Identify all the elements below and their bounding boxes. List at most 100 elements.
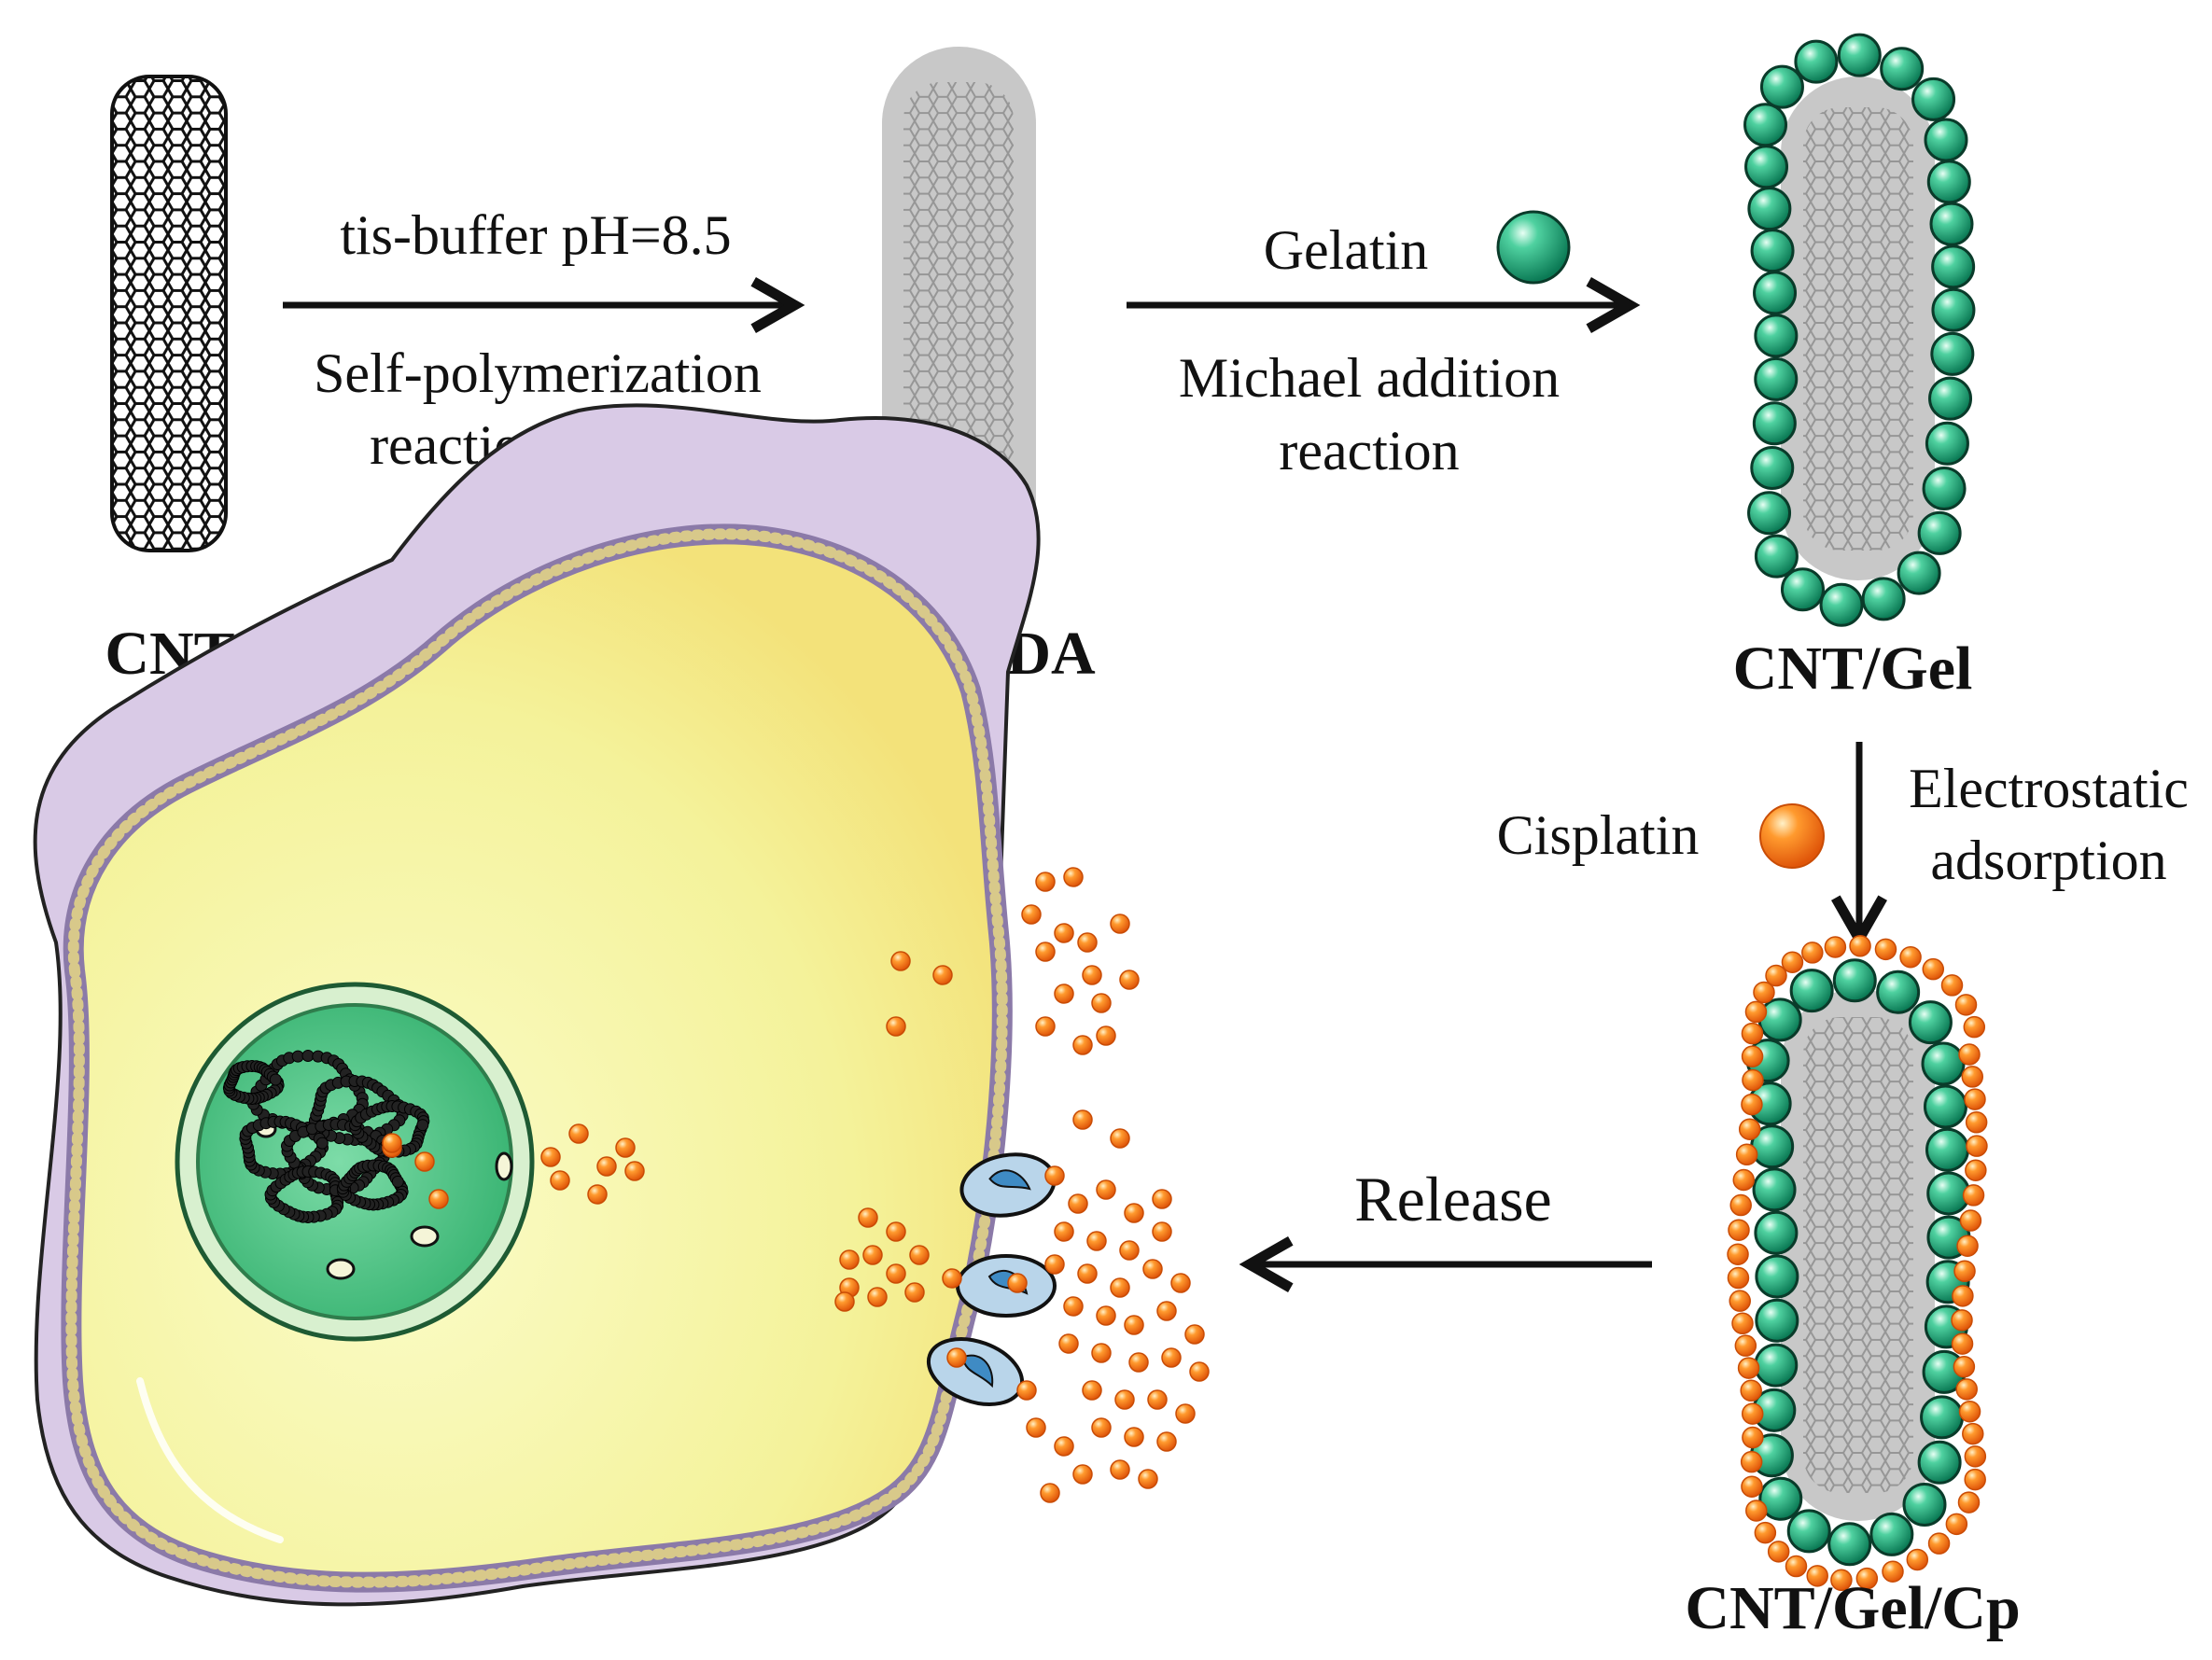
cisplatin-particle <box>1110 914 1130 934</box>
membrane-channel <box>959 1152 1057 1218</box>
gelatin-bead <box>1755 1298 1799 1343</box>
cisplatin-particle <box>1119 1240 1140 1261</box>
gelatin-bead <box>1780 567 1825 612</box>
cisplatin-bead <box>1741 1475 1763 1498</box>
cisplatin-particle <box>904 1282 925 1303</box>
cisplatin-bead <box>1732 1168 1756 1192</box>
gelatin-bead <box>1754 1343 1799 1388</box>
cisplatin-particle <box>1119 969 1140 990</box>
gelatin-bead <box>1902 1483 1947 1527</box>
gelatin-bead <box>1926 160 1971 204</box>
chromatin-segment <box>269 1073 282 1086</box>
cisplatin-bead <box>1735 1143 1758 1166</box>
cnt-gel-cp-label: CNT/Gel/Cp <box>1685 1574 2020 1642</box>
chromatin-segment <box>301 1050 315 1062</box>
cisplatin-particle <box>1096 1025 1116 1046</box>
cisplatin-particle <box>1044 1254 1065 1275</box>
cisplatin-particle <box>1072 1464 1093 1485</box>
cisplatin-bead <box>1951 1309 1973 1332</box>
cisplatin-particle <box>886 1221 906 1242</box>
cisplatin-bead <box>1927 1532 1951 1555</box>
cisplatin-bead <box>1963 1015 1986 1039</box>
release-label: Release <box>1354 1164 1551 1235</box>
gelatin-bead <box>1920 1395 1965 1440</box>
chromatin-segment <box>416 1119 429 1132</box>
cisplatin-bead <box>1741 1093 1763 1116</box>
cisplatin-particle <box>624 1161 645 1181</box>
cisplatin-beads <box>1727 935 1988 1592</box>
cisplatin-particle <box>1054 1436 1074 1457</box>
cisplatin-bead <box>1765 964 1787 987</box>
cisplatin-particle <box>1035 872 1056 892</box>
cisplatin-bead <box>1958 1043 1981 1066</box>
cisplatin-particle <box>839 1249 860 1270</box>
cisplatin-bead <box>1731 1312 1754 1335</box>
gelatin-bead <box>1861 577 1906 621</box>
cisplatin-bead <box>1957 1491 1981 1514</box>
gelatin-bead <box>1754 314 1799 358</box>
cisplatin-particle <box>1110 1128 1130 1149</box>
cisplatin-bead <box>1767 1541 1790 1563</box>
gelatin-bead <box>1921 1041 1966 1086</box>
gelatin-bead <box>1876 969 1921 1014</box>
cisplatin-particle <box>1110 1459 1130 1480</box>
gelatin-beads-loaded <box>1745 958 1971 1567</box>
gelatin-bead <box>1757 997 1802 1042</box>
cisplatin-particle <box>1124 1427 1144 1447</box>
cisplatin-bead <box>1958 1400 1981 1423</box>
step2-reaction-line2: reaction <box>1279 420 1459 481</box>
cisplatin-particle <box>1161 1347 1182 1368</box>
cisplatin-particle <box>1063 867 1084 887</box>
released-cisplatin <box>382 867 1210 1503</box>
cisplatin-particle <box>1072 1109 1093 1130</box>
gelatin-bead <box>1752 1167 1797 1212</box>
gelatin-bead <box>1759 64 1804 109</box>
cisplatin-particle <box>1091 1343 1112 1363</box>
cisplatin-bead <box>1906 1548 1929 1571</box>
gelatin-bead <box>1931 287 1976 332</box>
cisplatin-particle <box>596 1156 617 1177</box>
gelatin-bead <box>1931 244 1976 289</box>
cisplatin-particle <box>1110 1277 1130 1298</box>
cisplatin-bead <box>1729 1290 1751 1312</box>
gelatin-bead <box>1911 77 1956 121</box>
cisplatin-particle <box>1096 1179 1116 1200</box>
cisplatin-particle <box>1077 1263 1098 1284</box>
cisplatin-bead <box>1741 1045 1764 1067</box>
cisplatin-bead <box>1959 1209 1982 1232</box>
cisplatin-particle <box>1082 965 1102 985</box>
cisplatin-particle <box>886 1016 906 1037</box>
cisplatin-particle <box>1147 1389 1168 1410</box>
cisplatin-particle <box>1054 923 1074 943</box>
cisplatin-bead <box>1951 1332 1974 1355</box>
cell-nucleus <box>175 982 535 1342</box>
cisplatin-particle <box>886 1263 906 1284</box>
cisplatin-bead <box>1966 1135 1988 1157</box>
cisplatin-icon <box>1759 803 1825 869</box>
gelatin-bead <box>1869 1512 1914 1556</box>
gelatin-bead <box>1754 356 1799 401</box>
cisplatin-bead <box>1727 1243 1749 1265</box>
cisplatin-bead <box>1830 1569 1853 1592</box>
gelatin-bead <box>1819 582 1864 627</box>
cisplatin-particle <box>1156 1301 1177 1321</box>
cisplatin-bead <box>1855 1567 1879 1590</box>
gelatin-bead <box>1744 145 1789 189</box>
cisplatin-bead <box>1954 994 1978 1016</box>
gelatin-bead <box>1928 376 1973 421</box>
gelatin-bead <box>1753 271 1798 315</box>
cisplatin-particle <box>382 1133 402 1153</box>
gelatin-beads <box>1743 33 1976 627</box>
membrane-channel <box>956 1254 1057 1318</box>
cnt-gel-tube <box>1743 33 1976 627</box>
cisplatin-particle <box>1021 904 1042 925</box>
cisplatin-bead <box>1753 981 1775 1004</box>
cisplatin-particle <box>540 1147 561 1167</box>
cisplatin-particle <box>1035 1016 1056 1037</box>
cisplatin-bead <box>1744 1000 1768 1024</box>
gelatin-bead <box>1743 103 1788 147</box>
gelatin-bead <box>1832 958 1877 1003</box>
cisplatin-particle <box>1152 1189 1172 1209</box>
cisplatin-particle <box>1086 1231 1107 1251</box>
